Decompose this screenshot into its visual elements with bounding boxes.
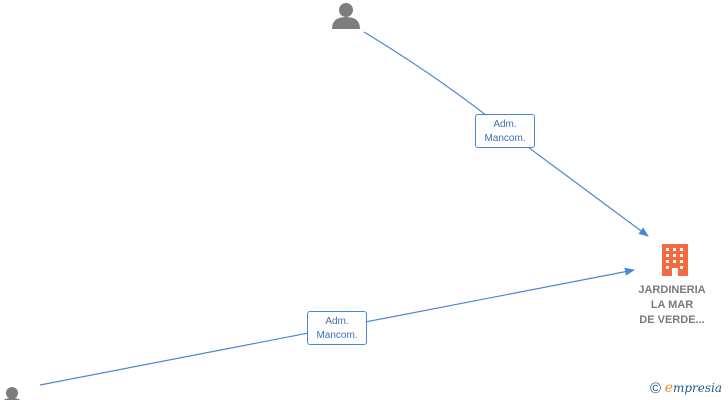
brand-logo-text: mpresia — [672, 381, 723, 395]
person-icon[interactable] — [332, 3, 360, 29]
brand-logo-initial: e — [664, 380, 673, 396]
edge-label-role: Mancom. — [316, 330, 358, 341]
edge-label-role: Adm. — [325, 316, 349, 327]
edge-label-top[interactable]: Adm. Mancom. — [475, 114, 535, 148]
building-icon[interactable] — [662, 244, 688, 276]
edge-label-role: Mancom. — [484, 133, 526, 144]
copyright-symbol: © — [650, 380, 662, 397]
company-name-line: DE VERDE... — [639, 314, 705, 326]
edge-label-role: Adm. — [493, 119, 517, 130]
company-name-line: JARDINERIA — [638, 284, 706, 296]
company-name-link[interactable]: JARDINERIA LA MAR DE VERDE... — [620, 283, 724, 328]
person-icon[interactable] — [2, 387, 22, 400]
company-name-line: LA MAR — [650, 299, 694, 311]
edge-label-bottom[interactable]: Adm. Mancom. — [307, 311, 367, 345]
footer-brand[interactable]: © empresia — [650, 380, 722, 397]
